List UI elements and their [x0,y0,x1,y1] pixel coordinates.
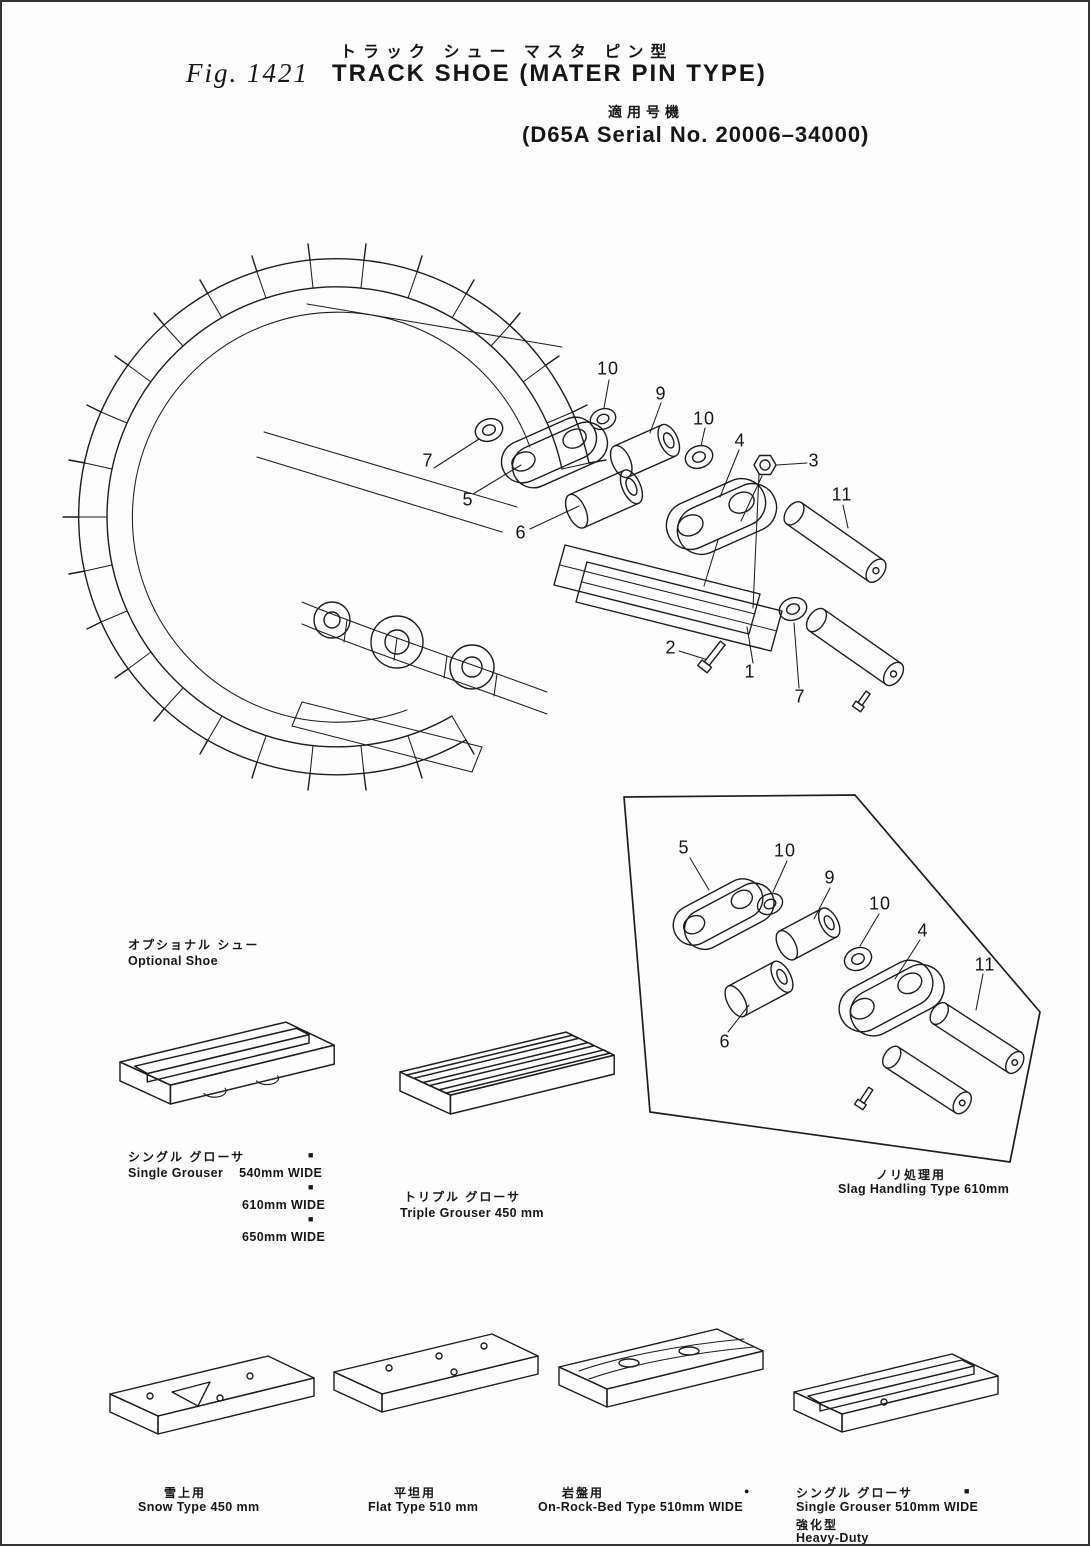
figure-number: Fig. 1421 [186,58,309,88]
seal-ring-drawing [589,407,617,431]
master-link-drawing [665,477,778,556]
single-grouser-size-2: 610mm WIDE [242,1198,326,1212]
bullet-marker: ■ [308,1182,314,1192]
bushing-drawing [775,907,841,961]
bushing-drawing [609,423,681,479]
heavy-duty-label-jp2: 強化型 [796,1518,839,1532]
callout-5-inset: 5 [678,837,690,858]
title-japanese: トラック シュー マスタ ピン型 [340,44,674,61]
heavy-duty-label-en2: Heavy-Duty [796,1531,869,1545]
bushing-drawing [724,960,794,1018]
callout-4-inset: 4 [917,920,929,941]
optional-shoe-label-jp: オプショナル シュー [128,938,260,952]
seal-ring-drawing [684,444,714,470]
triple-grouser-label-jp: トリプル グローサ [404,1190,522,1204]
flat-label-jp: 平坦用 [394,1486,437,1500]
washer-drawing [474,417,504,443]
flat-label-en: Flat Type 510 mm [368,1500,479,1514]
bushing-drawing [564,469,644,529]
bullet-marker: ■ [308,1150,314,1160]
snow-label-en: Snow Type 450 mm [138,1500,260,1514]
bullet-marker: ● [744,1486,750,1496]
heavy-duty-label-en: Single Grouser 510mm WIDE [796,1500,979,1514]
callout-6-inset: 6 [719,1031,731,1052]
bolt-drawing [697,640,726,674]
shoe-flat-drawing [333,1333,539,1413]
callout-4-master-link: 4 [734,430,746,451]
shoe-heavy-duty-drawing [793,1353,999,1433]
slag-handling-label-jp: ノリ処理用 [876,1168,947,1182]
shoe-rock-bed-drawing [558,1328,764,1408]
bullet-marker: ■ [308,1214,314,1224]
callout-11-inset: 11 [974,954,996,975]
shoe-triple-grouser-drawing [399,1031,615,1115]
callout-3-nut: 3 [808,450,820,471]
callout-10-inset-left: 10 [773,840,797,861]
single-grouser-label-jp: シングル グローサ [128,1150,246,1164]
callout-10-ring-right: 10 [692,408,716,429]
callout-10-ring-left: 10 [596,358,620,379]
link-plate-drawing [500,416,609,489]
callout-6-bushing-left: 6 [515,522,527,543]
single-grouser-label-en: Single Grouser 540mm WIDE [128,1166,322,1180]
pin-drawing [882,1045,972,1115]
callout-11-pin: 11 [831,484,853,505]
master-pin-drawing [929,1001,1025,1075]
serial-number: (D65A Serial No. 20006–34000) [522,122,870,147]
exploded-view-inset [623,794,1041,1163]
small-bolt-drawing [853,1086,874,1111]
snow-label-jp: 雪上用 [164,1486,207,1500]
exploded-view-main [433,379,905,713]
callout-7-washer-top: 7 [422,450,434,471]
callout-1-shoe-plate: 1 [744,661,756,682]
slag-handling-label-en: Slag Handling Type 610mm [838,1182,1010,1196]
callout-10-inset-right: 10 [868,893,892,914]
callout-7-washer-bottom: 7 [794,686,806,707]
single-grouser-name: Single Grouser [128,1166,224,1180]
nut-drawing [753,454,777,476]
callout-9-inset: 9 [824,867,836,888]
shoe-plate-drawing [553,544,783,652]
seal-ring-drawing [843,946,873,972]
rock-label-en: On-Rock-Bed Type 510mm WIDE [538,1500,744,1514]
shoe-single-grouser-drawing [119,1021,335,1105]
triple-grouser-label-en: Triple Grouser 450 mm [400,1206,544,1220]
inset-border [623,794,1041,1163]
callout-9-bushing: 9 [655,383,667,404]
page-title: TRACK SHOE (MATER PIN TYPE) [332,60,767,87]
optional-shoe-label-en: Optional Shoe [128,954,218,968]
track-assembly-drawing [62,243,607,791]
bullet-marker: ■ [964,1486,970,1496]
pin-drawing [805,607,905,687]
washer-drawing [778,596,808,622]
seal-ring-drawing [756,892,784,916]
heavy-duty-label-jp: シングル グローサ [796,1486,914,1500]
serial-label-japanese: 適用号機 [608,104,684,120]
single-grouser-size-1: 540mm WIDE [239,1166,323,1180]
master-link-drawing [838,959,945,1037]
small-bolt-drawing [851,690,871,713]
callout-2-bolt: 2 [665,637,677,658]
single-grouser-size-3: 650mm WIDE [242,1230,326,1244]
rock-label-jp: 岩盤用 [562,1486,605,1500]
master-pin-drawing [783,501,887,583]
callout-5-link-plate: 5 [462,489,474,510]
shoe-snow-drawing [109,1355,315,1435]
